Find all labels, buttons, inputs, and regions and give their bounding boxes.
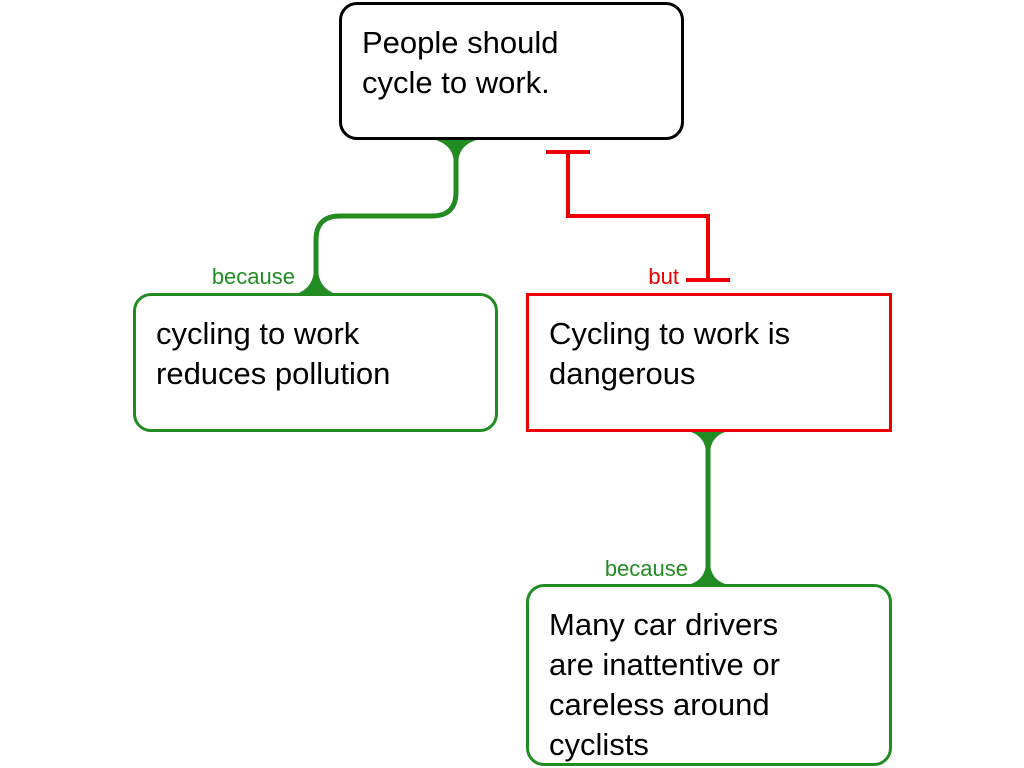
subreason-text: Many car drivers are inattentive or care… [549, 607, 780, 762]
subreason-node[interactable]: Many car drivers are inattentive or care… [526, 584, 892, 766]
reason-node[interactable]: cycling to work reduces pollution [133, 293, 498, 432]
claim-text: People should cycle to work. [362, 25, 559, 100]
because-label-subreason: because [604, 556, 688, 581]
because-label-reason: because [211, 264, 295, 289]
claim-node[interactable]: People should cycle to work. [339, 2, 684, 140]
oppose-connector-objection-claim [566, 152, 710, 280]
objection-text: Cycling to work is dangerous [549, 316, 791, 391]
reason-text: cycling to work reduces pollution [156, 316, 391, 391]
support-flare-reason-bottom [296, 268, 336, 294]
support-flare-subreason-top [688, 562, 728, 585]
support-connector-reason-claim [313, 139, 459, 294]
but-label-objection: but [648, 264, 679, 289]
objection-node[interactable]: Cycling to work is dangerous [526, 293, 892, 432]
support-flare-objection-bottom [688, 431, 728, 454]
support-flare-claim-top [432, 139, 480, 164]
